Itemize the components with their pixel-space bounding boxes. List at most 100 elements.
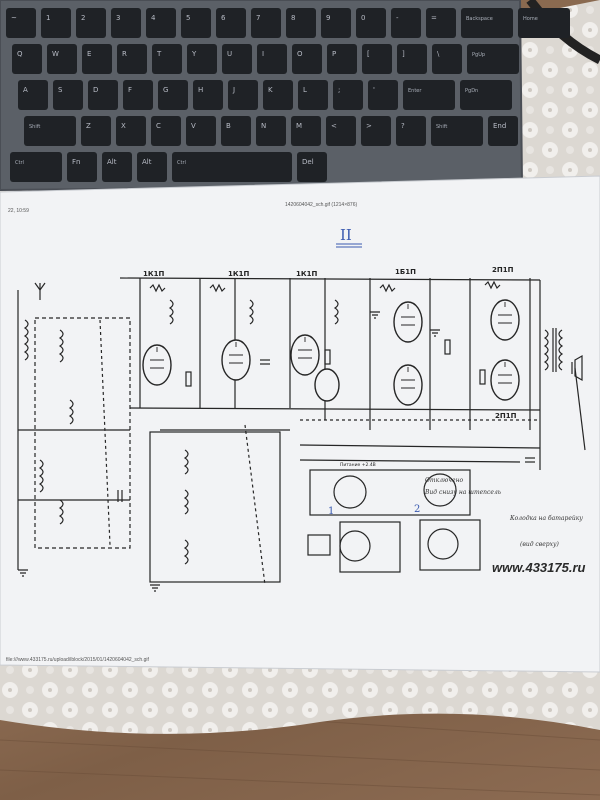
key-label: ; xyxy=(338,86,340,94)
vacuum-tubes xyxy=(142,299,520,406)
key xyxy=(251,8,281,38)
key xyxy=(391,8,421,38)
key xyxy=(146,8,176,38)
key-label: U xyxy=(227,50,232,58)
key xyxy=(76,8,106,38)
key xyxy=(362,44,392,74)
key xyxy=(291,116,321,146)
key-label: Z xyxy=(86,122,91,130)
key xyxy=(81,116,111,146)
tube-7 xyxy=(490,359,520,401)
key-label: 3 xyxy=(116,14,120,22)
key xyxy=(18,80,48,110)
key xyxy=(368,80,398,110)
key xyxy=(256,116,286,146)
tube-5 xyxy=(393,364,423,406)
key-label: 7 xyxy=(256,14,260,22)
handwritten-numeral: II xyxy=(340,226,352,244)
key-label: PgUp xyxy=(472,52,485,58)
key-label: A xyxy=(23,86,28,94)
tube-label-6: 2П1П xyxy=(495,412,517,420)
key-label: T xyxy=(156,50,162,58)
key-label: 2 xyxy=(81,14,85,22)
annotation-disabled: Отключено xyxy=(425,477,464,484)
key-label: ~ xyxy=(11,14,17,22)
key xyxy=(111,8,141,38)
key xyxy=(117,44,147,74)
key xyxy=(326,116,356,146)
key-label: O xyxy=(297,50,303,58)
key-label: < xyxy=(331,122,337,130)
key-label: C xyxy=(156,122,161,130)
paper-footer-url: file:///www.433175.ru/upload/iblock/2015… xyxy=(6,657,149,663)
key-label: Ctrl xyxy=(15,160,24,166)
watermark: www.433175.ru xyxy=(492,560,586,575)
key-label: J xyxy=(232,86,235,94)
key xyxy=(298,80,328,110)
annotation-battery-socket: Колодка на батарейку xyxy=(509,515,583,522)
key xyxy=(24,116,76,146)
key-label: Shift xyxy=(29,124,40,130)
key-label: 8 xyxy=(291,14,295,22)
key xyxy=(292,44,322,74)
key xyxy=(151,116,181,146)
key-label: > xyxy=(366,122,372,130)
tube-label-3: 1К1П xyxy=(296,270,317,278)
key xyxy=(6,8,36,38)
key-label: E xyxy=(87,50,91,58)
schematic-paper: 22, 10:59 1420604042_sch.gif (1214×876) … xyxy=(0,175,600,673)
key xyxy=(88,80,118,110)
key xyxy=(403,80,455,110)
key xyxy=(123,80,153,110)
key-label: End xyxy=(493,122,506,130)
key-label: ' xyxy=(373,86,375,94)
key xyxy=(152,44,182,74)
key xyxy=(397,44,427,74)
key xyxy=(216,8,246,38)
key-label: ? xyxy=(401,122,405,130)
key xyxy=(356,8,386,38)
key-label: Alt xyxy=(142,158,152,166)
tube-6 xyxy=(490,299,520,341)
key-label: Y xyxy=(191,50,197,58)
annotation-top-view: (вид сверху) xyxy=(520,541,560,548)
key xyxy=(186,116,216,146)
key xyxy=(321,8,351,38)
key xyxy=(222,44,252,74)
tube-3 xyxy=(290,334,320,376)
key xyxy=(158,80,188,110)
key xyxy=(221,116,251,146)
key-label: I xyxy=(262,50,264,58)
key xyxy=(116,116,146,146)
key-label: Enter xyxy=(408,88,422,94)
key xyxy=(12,44,42,74)
key-label: Q xyxy=(17,50,23,58)
key-label: S xyxy=(58,86,63,94)
key-label: 5 xyxy=(186,14,190,22)
key xyxy=(67,152,97,182)
tube-label-2: 1К1П xyxy=(228,270,249,278)
key-label: Fn xyxy=(72,158,80,166)
key xyxy=(187,44,217,74)
key-label: Ctrl xyxy=(177,160,186,166)
mark-2: 2 xyxy=(414,504,420,515)
key xyxy=(467,44,519,74)
key-label: X xyxy=(121,122,126,130)
key-label: 1 xyxy=(46,14,50,22)
key xyxy=(10,152,62,182)
key-label: Backspace xyxy=(466,16,493,22)
key xyxy=(286,8,316,38)
key-label: PgDn xyxy=(465,88,478,94)
key-label: N xyxy=(261,122,266,130)
key xyxy=(432,44,462,74)
key-label: Shift xyxy=(436,124,447,130)
key xyxy=(137,152,167,182)
key-label: = xyxy=(431,14,437,22)
key-label: F xyxy=(128,86,132,94)
key xyxy=(297,152,327,182)
key xyxy=(431,116,483,146)
key xyxy=(460,80,512,110)
key-label: 4 xyxy=(151,14,156,22)
key xyxy=(257,44,287,74)
